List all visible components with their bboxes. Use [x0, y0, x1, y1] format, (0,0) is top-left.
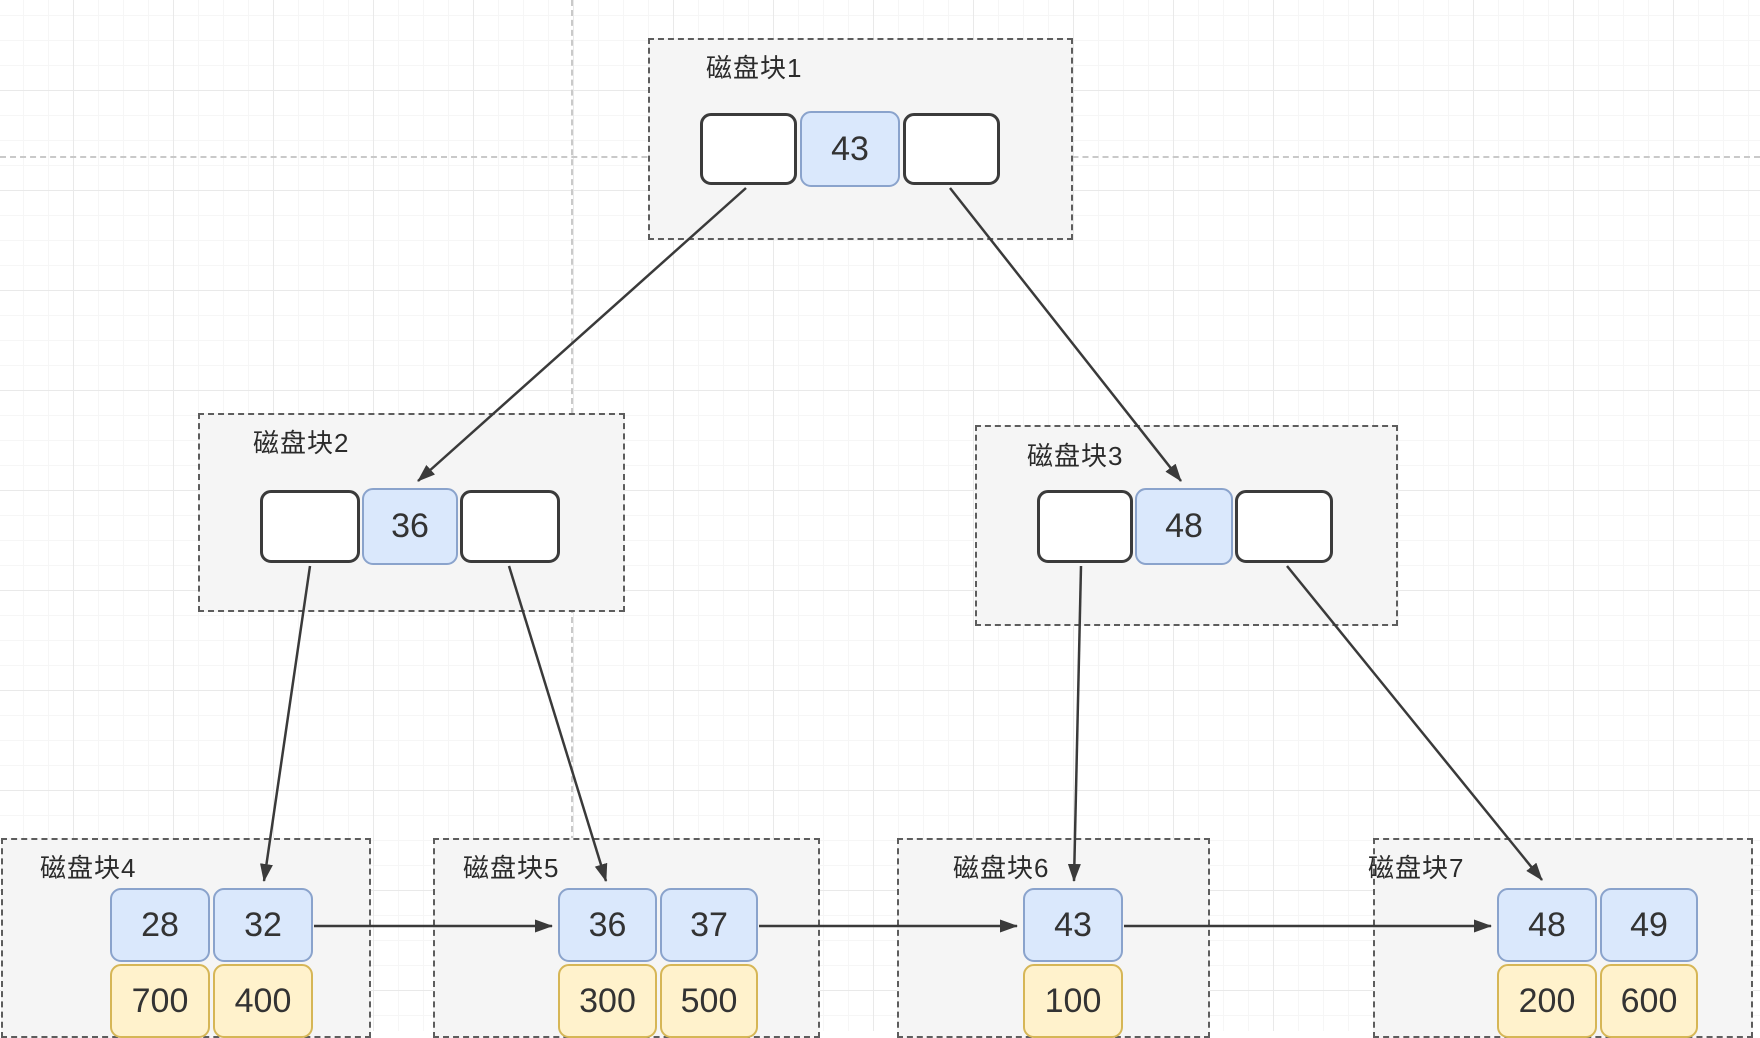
- disk-block-7-data-cell-1: 600: [1600, 964, 1698, 1038]
- disk-block-1-left-pointer-cell: [700, 113, 797, 185]
- disk-block-5-key-cell-0: 36: [558, 888, 657, 962]
- disk-block-7-key-cell-1: 49: [1600, 888, 1698, 962]
- disk-block-3-left-pointer-cell: [1037, 490, 1133, 563]
- disk-block-6-key-cell-0: 43: [1023, 888, 1123, 962]
- disk-block-6-label: 磁盘块6: [953, 853, 1050, 883]
- disk-block-2-left-pointer-cell: [260, 490, 360, 563]
- disk-block-4-key-cell-1: 32: [213, 888, 313, 962]
- disk-block-1-label: 磁盘块1: [706, 53, 803, 83]
- disk-block-3-label: 磁盘块3: [1027, 441, 1124, 471]
- disk-block-4-label: 磁盘块4: [40, 853, 137, 883]
- arrow-block2-to-block5: [507, 565, 608, 882]
- disk-block-2-key-cell: 36: [362, 488, 458, 565]
- disk-block-4-data-cell-1: 400: [213, 964, 313, 1038]
- disk-block-1-right-pointer-cell: [903, 113, 1000, 185]
- disk-block-5-data-cell-0: 300: [558, 964, 657, 1038]
- disk-block-3-key-cell: 48: [1135, 488, 1233, 565]
- disk-block-1-key-cell: 43: [800, 111, 900, 187]
- disk-block-5-label: 磁盘块5: [463, 853, 560, 883]
- disk-block-2-label: 磁盘块2: [253, 428, 350, 458]
- disk-block-7-key-cell-0: 48: [1497, 888, 1597, 962]
- disk-block-5-data-cell-1: 500: [660, 964, 758, 1038]
- disk-block-5-key-cell-1: 37: [660, 888, 758, 962]
- disk-block-3-right-pointer-cell: [1235, 490, 1333, 563]
- disk-block-4-key-cell-0: 28: [110, 888, 210, 962]
- disk-block-2-right-pointer-cell: [460, 490, 560, 563]
- disk-block-4-data-cell-0: 700: [110, 964, 210, 1038]
- disk-block-6-data-cell-0: 100: [1023, 964, 1123, 1038]
- disk-block-7-label: 磁盘块7: [1368, 853, 1465, 883]
- disk-block-7-data-cell-0: 200: [1497, 964, 1597, 1038]
- arrow-block2-to-block4: [260, 565, 312, 882]
